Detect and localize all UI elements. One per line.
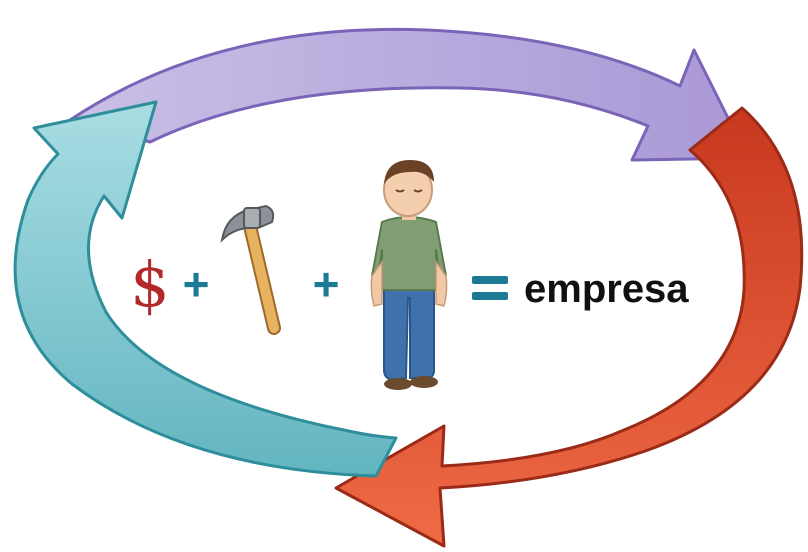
result-label: empresa	[524, 267, 689, 311]
cycle-arrow-right	[334, 106, 804, 548]
dollar-sign-icon: $	[130, 248, 169, 321]
plus-sign-1: +	[183, 258, 210, 310]
cycle-arrow-left	[13, 100, 398, 478]
cycle-arrow-top	[68, 27, 750, 162]
plus-sign-2: +	[313, 258, 340, 310]
equals-sign	[472, 276, 508, 300]
hammer-icon	[220, 204, 281, 335]
person-icon	[370, 160, 448, 390]
